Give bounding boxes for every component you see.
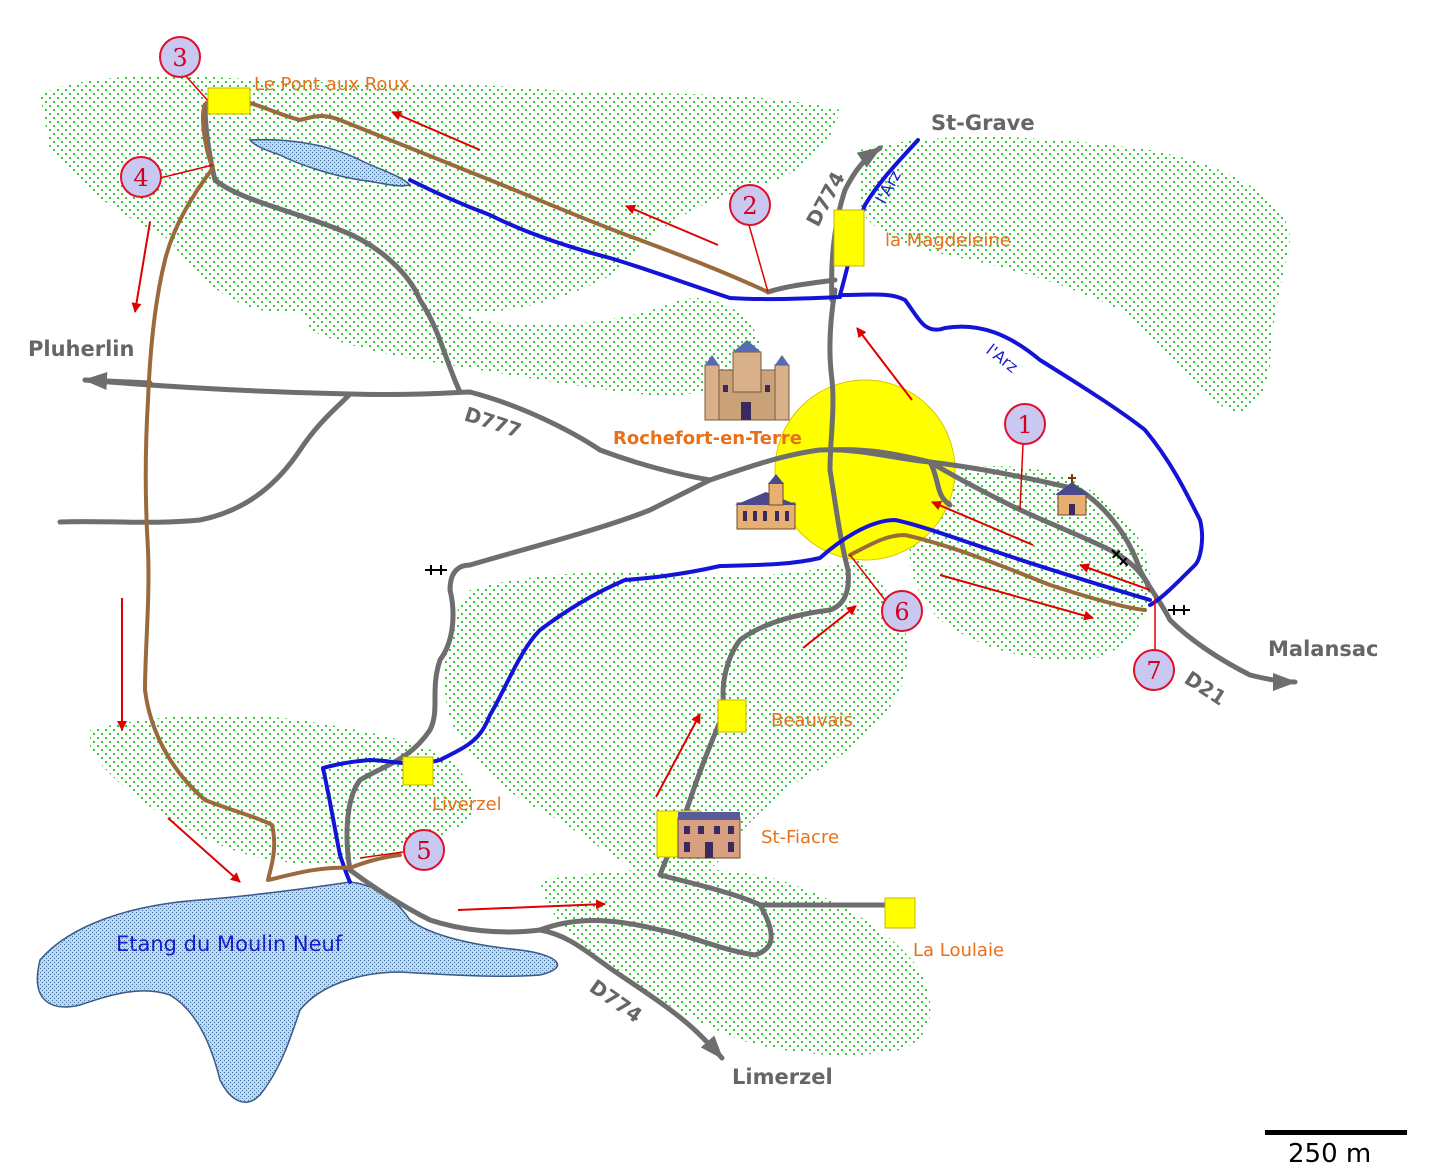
- label-d21: D21: [1180, 666, 1230, 710]
- hamlet-magdeleine: [833, 209, 865, 267]
- road-d774-north: [344, 287, 851, 958]
- forest-northeast: [860, 136, 1290, 412]
- arrow-stfiacre: [655, 713, 701, 798]
- label-lake: Etang du Moulin Neuf: [116, 932, 343, 956]
- arrow-west-trail-1: [131, 221, 151, 313]
- svg-text:1: 1: [1017, 411, 1032, 439]
- svg-text:2: 2: [742, 192, 757, 220]
- direction-arrows: [117, 110, 1151, 911]
- svg-text:7: 7: [1146, 657, 1161, 685]
- label-st-grave: St-Grave: [931, 111, 1035, 135]
- road-west: [57, 391, 353, 525]
- crossing-icon: [425, 565, 447, 575]
- forest-central-south: [444, 560, 908, 884]
- svg-text:4: 4: [133, 164, 148, 192]
- arrow-east-1: [931, 500, 1034, 546]
- river-south: [321, 518, 1152, 884]
- label-limerzel: Limerzel: [732, 1065, 833, 1089]
- forest-central-north: [300, 296, 760, 396]
- numbered-markers: 1 2 3 4 5 6 7: [120, 36, 1175, 871]
- roads: [57, 102, 1298, 1061]
- pond-north: [248, 138, 412, 187]
- marker-5: 5: [403, 829, 445, 871]
- arrow-east-3: [939, 574, 1094, 621]
- crossing-icon: [1168, 605, 1190, 615]
- river-main-west: [408, 178, 842, 302]
- arrow-east-2: [1079, 563, 1151, 591]
- scale-bar: 250 m: [1265, 1130, 1407, 1169]
- road-d777-west: [82, 377, 1298, 691]
- chapel-icon: [1055, 474, 1089, 516]
- marker-7: 7: [1133, 649, 1175, 691]
- church-icon: [735, 474, 797, 530]
- label-liverzel: Liverzel: [432, 794, 502, 815]
- marker-3: 3: [159, 36, 201, 78]
- scale-label: 250 m: [1288, 1139, 1371, 1169]
- label-magdeleine: la Magdeleine: [885, 230, 1011, 251]
- crossing-symbols: [425, 549, 1190, 615]
- svg-text:3: 3: [172, 44, 187, 72]
- svg-text:6: 6: [894, 598, 909, 626]
- marker-2: 2: [729, 184, 771, 226]
- forest-south: [540, 868, 931, 1056]
- hamlet-beauvais: [717, 699, 747, 733]
- hamlet-markers: [207, 87, 916, 929]
- label-la-loulaie: La Loulaie: [913, 940, 1004, 961]
- hamlet-la-loulaie: [884, 897, 916, 929]
- forest-southwest: [90, 714, 474, 864]
- marker-6: 6: [881, 590, 923, 632]
- label-malansac: Malansac: [1268, 637, 1379, 661]
- road-to-pluherlin-arrow: [82, 372, 153, 391]
- road-town-loop: [827, 447, 953, 508]
- label-beauvais: Beauvais: [771, 710, 853, 731]
- arrow-north-trail-2: [625, 204, 719, 246]
- label-st-fiacre: St-Fiacre: [761, 827, 839, 848]
- arrow-southwest: [167, 817, 241, 883]
- marker-1: 1: [1004, 403, 1046, 445]
- arrow-town-north: [856, 327, 913, 401]
- castle-icon: [704, 340, 790, 421]
- crossing-icon: [1111, 549, 1129, 567]
- road-d774-south: [537, 927, 725, 1061]
- svg-text:5: 5: [416, 837, 431, 865]
- hamlet-liverzel: [402, 756, 434, 786]
- road-d774-north-arrow: [829, 145, 883, 303]
- arrow-beauvais: [802, 605, 857, 649]
- road-magdeleine: [765, 277, 838, 295]
- manor-icon: [677, 812, 741, 859]
- label-rochefort: Rochefort-en-Terre: [613, 428, 802, 449]
- marker-pointers: [159, 74, 1156, 859]
- hiking-trail: [143, 96, 770, 882]
- arrow-south: [457, 899, 606, 911]
- hiking-trail-east: [848, 533, 1147, 612]
- marker-4: 4: [120, 156, 162, 198]
- label-pluherlin: Pluherlin: [28, 337, 134, 361]
- road-east-chapel: [927, 459, 1153, 593]
- lake-etang-du-moulin-neuf: [36, 881, 559, 1103]
- rochefort-town-area: [774, 379, 956, 561]
- arrow-north-trail-1: [391, 110, 481, 151]
- label-river-east: l'Arz: [983, 340, 1022, 376]
- hamlet-pont-aux-roux: [207, 87, 251, 115]
- label-pont-aux-roux: Le Pont aux Roux: [254, 74, 410, 95]
